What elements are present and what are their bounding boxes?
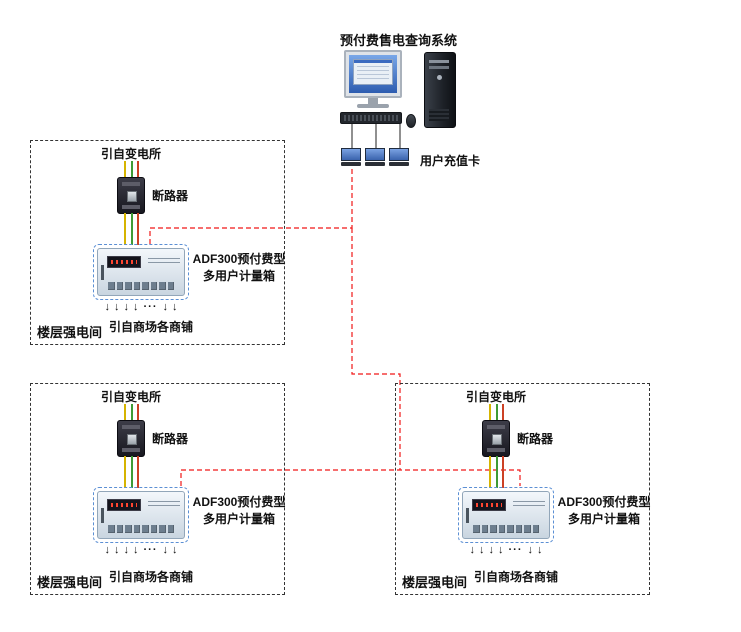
room-name: 楼层强电间: [37, 575, 103, 590]
down-arrow-icon: ↓: [527, 544, 534, 556]
output-label: 引自商场各商铺: [108, 320, 193, 334]
down-arrow-icon: ↓: [114, 544, 120, 556]
down-arrow-icon: ↓: [537, 544, 543, 556]
keyboard-icon: [340, 112, 402, 124]
monitor-stand: [368, 98, 378, 104]
down-arrow-icon: ↓: [104, 544, 111, 556]
output-arrows: ↓↓↓↓···↓↓: [458, 544, 554, 556]
circuit-breaker-icon: [482, 420, 510, 457]
floor-power-room-1: 引自变电所 断路器 ADF300预付费型多用户计量箱 ↓↓↓↓···↓↓ 引自商…: [30, 140, 285, 345]
card-reader-icon: [341, 148, 361, 166]
meter-box-icon: [93, 244, 189, 300]
down-arrow-icon: ↓: [123, 301, 130, 313]
meter-label: ADF300预付费型多用户计量箱: [192, 252, 286, 283]
down-arrow-icon: ↓: [469, 544, 476, 556]
source-label: 引自变电所: [100, 147, 161, 161]
source-label: 引自变电所: [465, 390, 526, 404]
meter-display: [472, 499, 506, 511]
room-name: 楼层强电间: [37, 325, 103, 340]
meter-display: [107, 499, 141, 511]
breaker-label: 断路器: [517, 432, 554, 446]
output-label: 引自商场各商铺: [108, 570, 193, 584]
breaker-label: 断路器: [152, 432, 189, 446]
ellipsis: ···: [143, 544, 158, 556]
down-arrow-icon: ↓: [162, 544, 169, 556]
monitor-screen: [349, 55, 397, 93]
circuit-breaker-icon: [117, 420, 145, 457]
ellipsis: ···: [143, 301, 158, 313]
down-arrow-icon: ↓: [104, 301, 111, 313]
output-arrows: ↓↓↓↓···↓↓: [93, 544, 189, 556]
computer-tower-icon: [424, 52, 456, 128]
phase-wires-in: [489, 404, 504, 421]
card-reader-icon: [365, 148, 385, 166]
phase-wires-in: [124, 161, 139, 178]
pc-peripheral-cables: [351, 124, 401, 148]
phase-wires-out: [124, 213, 139, 245]
card-reader-icon: [389, 148, 409, 166]
circuit-breaker-icon: [117, 177, 145, 214]
phase-wires-out: [489, 456, 504, 488]
meter-box-icon: [93, 487, 189, 543]
breaker-label: 断路器: [152, 189, 189, 203]
down-arrow-icon: ↓: [172, 301, 178, 313]
down-arrow-icon: ↓: [133, 301, 139, 313]
down-arrow-icon: ↓: [162, 301, 169, 313]
monitor-icon: [344, 50, 402, 98]
output-label: 引自商场各商铺: [473, 570, 558, 584]
down-arrow-icon: ↓: [172, 544, 178, 556]
room-name: 楼层强电间: [402, 575, 468, 590]
floor-power-room-3: 引自变电所 断路器 ADF300预付费型多用户计量箱 ↓↓↓↓···↓↓ 引自商…: [395, 383, 650, 595]
down-arrow-icon: ↓: [488, 544, 495, 556]
card-reader-group: [341, 148, 409, 166]
floor-power-room-2: 引自变电所 断路器 ADF300预付费型多用户计量箱 ↓↓↓↓···↓↓ 引自商…: [30, 383, 285, 595]
output-arrows: ↓↓↓↓···↓↓: [93, 301, 189, 313]
down-arrow-icon: ↓: [133, 544, 139, 556]
monitor-base: [357, 104, 389, 108]
down-arrow-icon: ↓: [114, 301, 120, 313]
down-arrow-icon: ↓: [498, 544, 504, 556]
system-title: 预付费售电查询系统: [340, 33, 458, 48]
meter-display: [107, 256, 141, 268]
meter-label: ADF300预付费型多用户计量箱: [557, 495, 651, 526]
down-arrow-icon: ↓: [123, 544, 130, 556]
phase-wires-out: [124, 456, 139, 488]
source-label: 引自变电所: [100, 390, 161, 404]
phase-wires-in: [124, 404, 139, 421]
ellipsis: ···: [508, 544, 523, 556]
meter-label: ADF300预付费型多用户计量箱: [192, 495, 286, 526]
meter-box-icon: [458, 487, 554, 543]
card-reader-label: 用户充值卡: [420, 154, 481, 168]
down-arrow-icon: ↓: [479, 544, 485, 556]
mouse-icon: [406, 114, 416, 128]
